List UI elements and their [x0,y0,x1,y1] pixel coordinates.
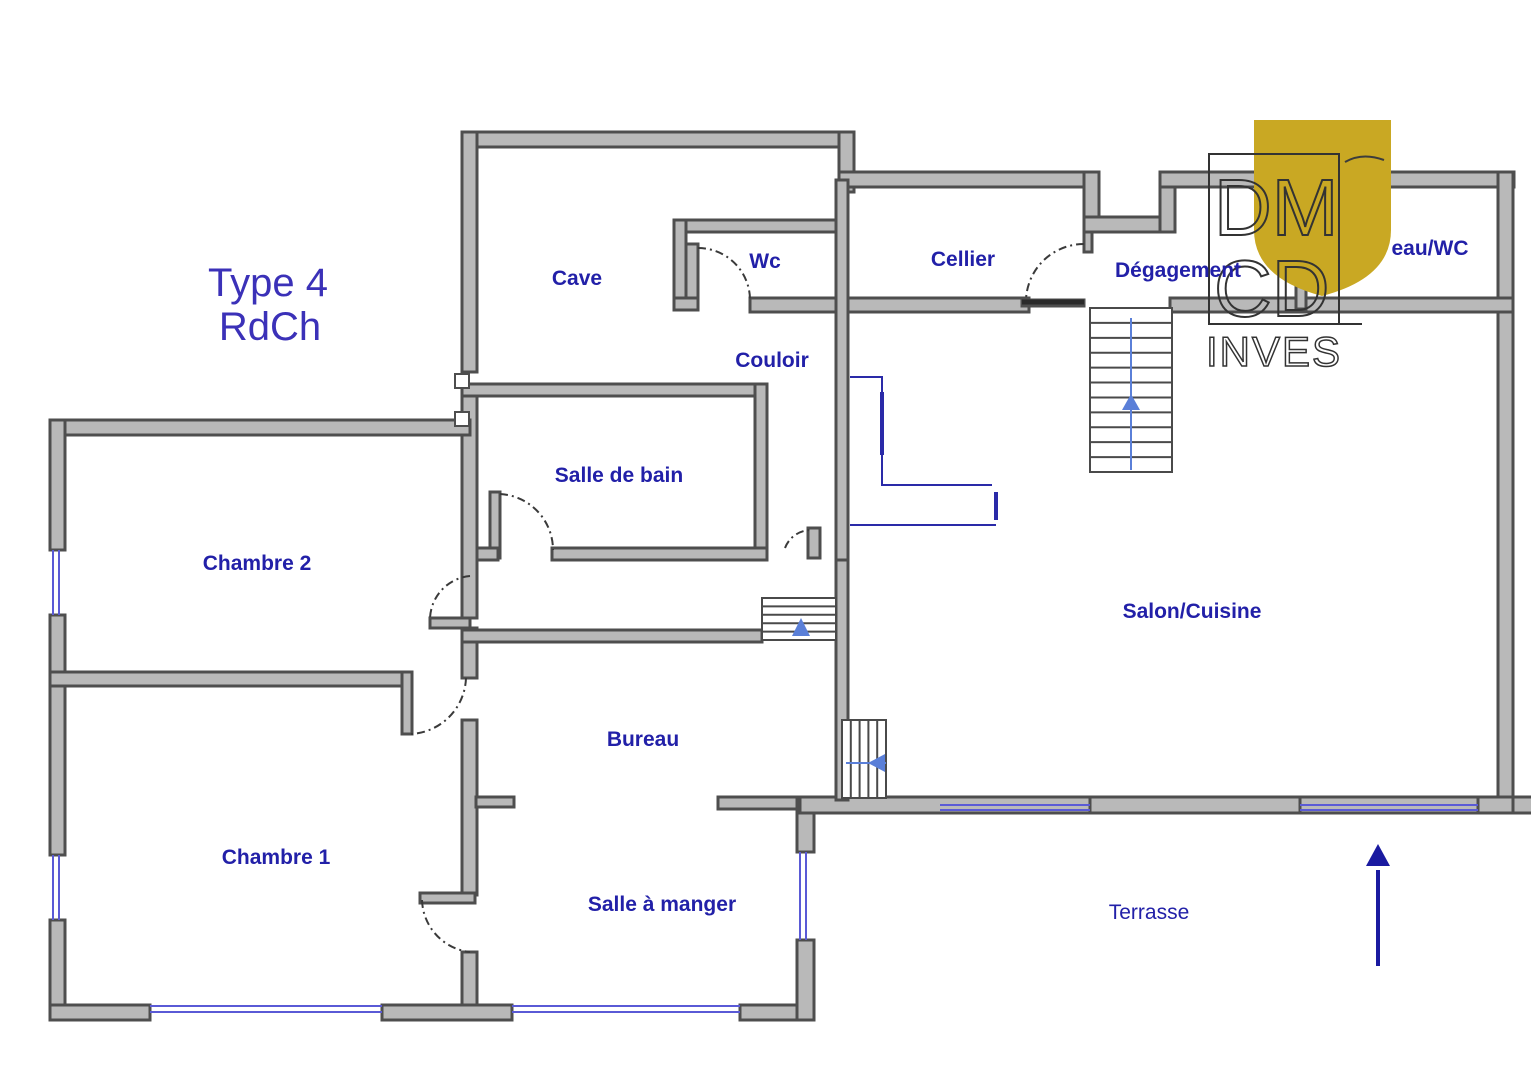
room-label-terrasse: Terrasse [1109,901,1190,924]
wall [380,1003,514,1022]
wall [672,296,700,312]
doors [409,243,1085,953]
room-label-chambre-2: Chambre 2 [203,552,312,575]
wall [48,418,472,437]
wall [753,382,769,556]
logo-word: INVES [1206,328,1342,375]
wall [837,170,1101,189]
door-swing [784,529,811,549]
room-label-cave: Cave [552,267,602,290]
vent-markers [454,373,470,427]
stair-direction-arrow [792,618,810,636]
room-label-salle-de-bain: Salle de bain [555,464,683,487]
wall [1082,230,1094,254]
room-label-salon-cuisine: Salon/Cuisine [1123,600,1262,623]
logo-letters-top: DM [1214,163,1338,252]
door-swing [428,575,471,621]
logo-frame [1208,153,1340,325]
wall [460,382,769,398]
windows [52,550,1478,1013]
room-label-salle-a-manger: Salle à manger [588,893,736,916]
wall [400,670,414,736]
wall [48,1003,152,1022]
door-swing [409,677,467,735]
wall [474,795,516,809]
wall [418,891,477,905]
room-label-degagement: Dégagement [1115,259,1241,282]
room-label-couloir: Couloir [735,349,809,372]
wall [748,296,850,314]
wall [684,242,700,306]
wall [672,218,846,234]
door-swing [421,899,471,953]
walls [48,130,1531,1022]
wall [48,670,412,688]
logo-shield [1254,120,1391,296]
wall [1476,795,1515,815]
wall [837,296,1031,314]
room-label-bureau: Bureau [607,728,679,751]
wall [1496,170,1515,814]
entrance-arrow-head [1366,844,1390,866]
wall [460,130,856,149]
room-label-cellier: Cellier [931,248,995,271]
plan-title-type: Type 4 [208,261,328,305]
logo-letters-bottom: CD [1214,244,1330,333]
room-label-salle-d-eau-wc: eau/WC [1391,237,1468,260]
wall [1168,296,1515,314]
wall [48,418,67,552]
door-swing [1025,243,1085,301]
stair-direction-arrow [1122,394,1140,410]
plan-title-level: RdCh [219,305,321,349]
wall [428,616,472,630]
wall [795,938,816,1022]
wall [460,130,479,374]
room-label-chambre-1: Chambre 1 [222,846,331,869]
wall [48,613,67,857]
vent-marker [454,411,470,427]
logo-leaf-icon [1344,155,1385,163]
wall [550,546,769,562]
dmcd-logo: DM CD INVES [1205,120,1391,376]
wall [460,628,764,644]
counter-outline [850,376,992,486]
vent-marker [454,373,470,389]
door-swing [697,247,751,301]
wall [806,526,822,560]
room-label-wc: Wc [749,250,781,273]
wall [1088,795,1302,815]
door-swing [499,493,555,551]
kitchen-counter [850,376,998,526]
